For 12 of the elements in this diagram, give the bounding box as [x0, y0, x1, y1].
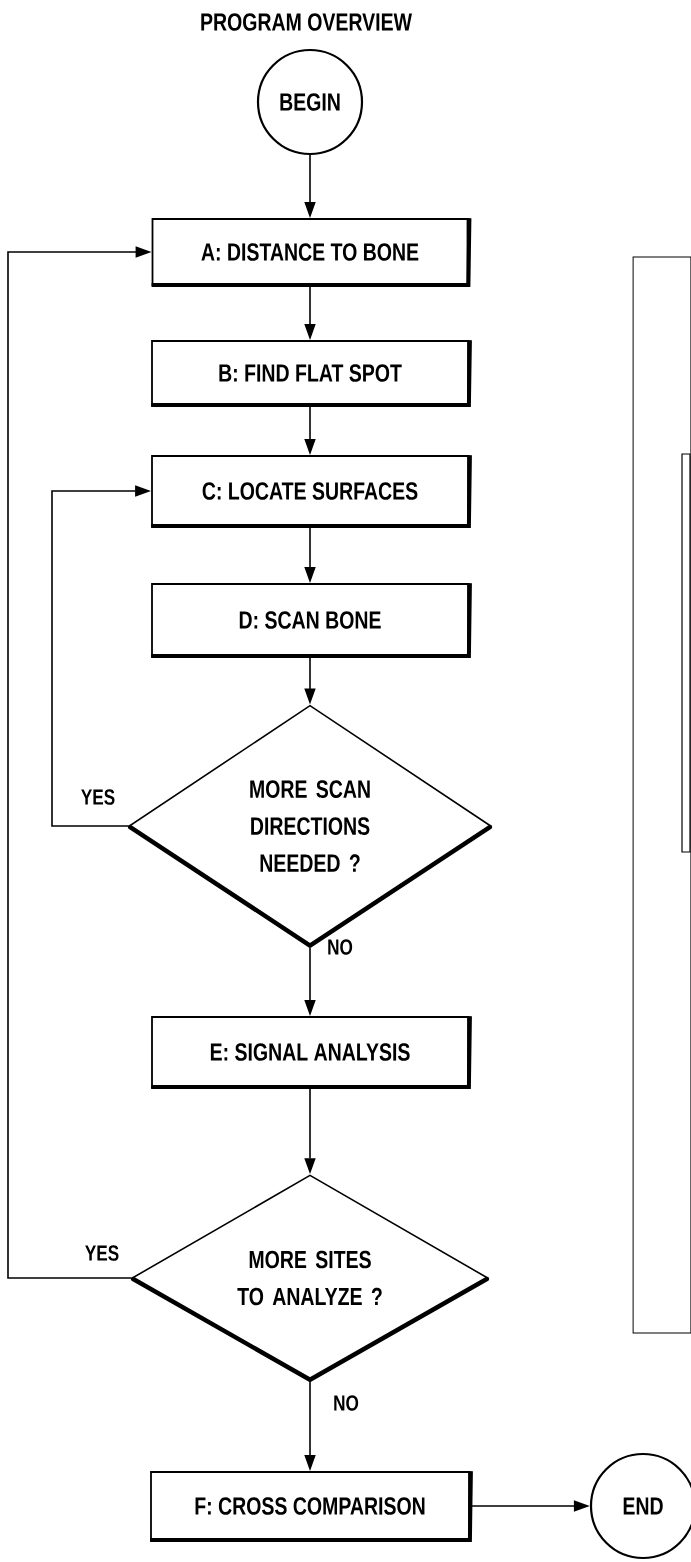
edge-label: NO	[332, 1394, 360, 1412]
edge-label: YES	[83, 1244, 121, 1262]
title: PROGRAM OVERVIEW	[201, 13, 412, 31]
frame-box	[632, 256, 691, 1334]
process-box: E: SIGNAL ANALYSIS	[151, 1016, 472, 1089]
process-box: C: LOCATE SURFACES	[151, 455, 472, 528]
frame-box	[681, 453, 691, 853]
process-box: A: DISTANCE TO BONE	[151, 218, 472, 287]
edge-label: YES	[79, 788, 117, 806]
process-box: B: FIND FLAT SPOT	[151, 340, 472, 407]
process-box: F: CROSS COMPARISON	[150, 1471, 473, 1542]
process-box: D: SCAN BONE	[151, 583, 472, 658]
